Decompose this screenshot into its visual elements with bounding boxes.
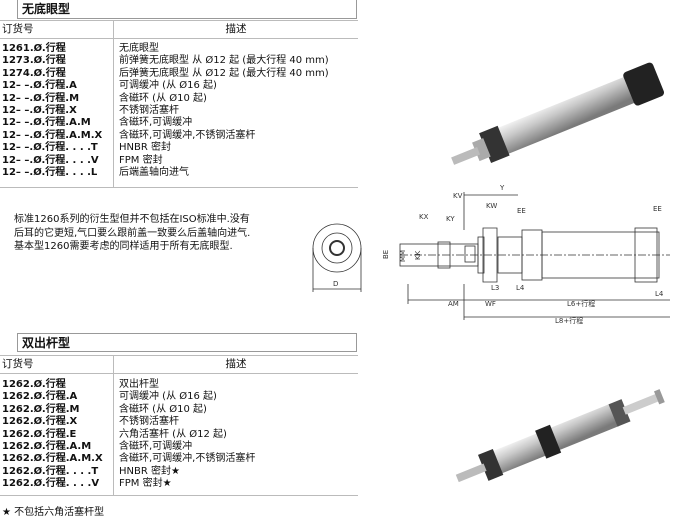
label-kx: KX — [419, 213, 429, 221]
description: 含磁环,可调缓冲 — [119, 440, 193, 452]
label-ee: EE — [517, 207, 526, 215]
technical-drawing: D Y KV KW EE EE KX KY BE MM KK L3 L4 L4 … — [312, 184, 670, 325]
double-rod-cylinder-photo — [455, 389, 665, 483]
label-l3: L3 — [491, 284, 499, 292]
label-l6: L6+行程 — [567, 299, 595, 308]
table-row: 1262.Ø.行程.A.M.X 含磁环,可调缓冲,不锈钢活塞杆 — [0, 453, 358, 465]
order-code: 1262.Ø.行程. . . .V — [2, 478, 100, 490]
table-row: 1262.Ø.行程.E 六角活塞杆 (从 Ø12 起) — [0, 429, 358, 441]
section2-table-header: 订货号 描述 — [0, 355, 358, 374]
label-l4-rear: L4 — [655, 290, 664, 298]
table-row: 1262.Ø.行程. . . .T HNBR 密封★ — [0, 466, 358, 478]
description: 含磁环,可调缓冲,不锈钢活塞杆 — [119, 129, 256, 141]
table-row: 1262.Ø.行程. . . .V FPM 密封★ — [0, 478, 358, 490]
label-ee-rear: EE — [653, 205, 662, 213]
description: 可调缓冲 (从 Ø16 起) — [119, 391, 217, 403]
table-row: 12– –.Ø.行程. . . .T HNBR 密封 — [0, 142, 358, 154]
description: 无底眼型 — [119, 43, 159, 54]
order-code: 1262.Ø.行程.A.M.X — [2, 453, 103, 465]
table-row: 1273.Ø.行程 前弹簧无底眼型 从 Ø12 起 (最大行程 40 mm) — [0, 55, 358, 67]
footnote: ★ 不包括六角活塞杆型 — [2, 507, 105, 518]
order-code: 1262.Ø.行程.E — [2, 428, 77, 440]
table-row: 12– –.Ø.行程.A.M 含磁环,可调缓冲 — [0, 117, 358, 129]
description: FPM 密封★ — [119, 478, 172, 490]
label-kw: KW — [486, 202, 497, 210]
order-code: 12– –.Ø.行程.A.M — [2, 117, 91, 129]
label-kv: KV — [453, 192, 463, 200]
table-row: 1262.Ø.行程.A 可调缓冲 (从 Ø16 起) — [0, 391, 358, 403]
table-row: 1274.Ø.行程 后弹簧无底眼型 从 Ø12 起 (最大行程 40 mm) — [0, 68, 358, 80]
table-row: 1262.Ø.行程.X 不锈钢活塞杆 — [0, 416, 358, 428]
order-code: 1262.Ø.行程 — [2, 379, 66, 390]
description: 后弹簧无底眼型 从 Ø12 起 (最大行程 40 mm) — [119, 67, 329, 79]
label-y: Y — [499, 184, 505, 192]
label-wf: WF — [485, 300, 496, 308]
order-code: 1262.Ø.行程.A.M — [2, 440, 92, 452]
description: 后端盖轴向进气 — [119, 166, 189, 178]
description: 不锈钢活塞杆 — [119, 416, 179, 428]
order-code: 12– –.Ø.行程.A.M.X — [2, 129, 103, 141]
section1-table-header: 订货号 描述 — [0, 20, 358, 39]
column-divider — [113, 39, 114, 188]
label-am: AM — [448, 300, 459, 308]
order-code: 12– –.Ø.行程.X — [2, 104, 77, 116]
section2-title: 双出杆型 — [17, 333, 357, 352]
description: 含磁环,可调缓冲 — [119, 117, 193, 129]
table-row: 12– –.Ø.行程.A 可调缓冲 (从 Ø16 起) — [0, 80, 358, 92]
table-row: 1261.Ø.行程 无底眼型 — [0, 43, 358, 55]
order-code: 12– –.Ø.行程. . . .T — [2, 142, 98, 154]
table-row: 12– –.Ø.行程.X 不锈钢活塞杆 — [0, 105, 358, 117]
table-row: 1262.Ø.行程.A.M 含磁环,可调缓冲 — [0, 441, 358, 453]
description: 双出杆型 — [119, 379, 159, 390]
order-code: 12– –.Ø.行程. . . .L — [2, 166, 98, 178]
label-l4: L4 — [516, 284, 525, 292]
col-description: 描述 — [113, 356, 358, 373]
table-row: 1262.Ø.行程.M 含磁环 (从 Ø10 起) — [0, 404, 358, 416]
label-d: D — [333, 280, 338, 288]
label-l8: L8+行程 — [555, 316, 583, 325]
order-code: 12– –.Ø.行程.A — [2, 80, 77, 92]
column-divider — [113, 374, 114, 495]
order-code: 1273.Ø.行程 — [2, 55, 66, 67]
cylinder-photo — [451, 62, 664, 165]
table-row: 12– –.Ø.行程.M 含磁环 (从 Ø10 起) — [0, 93, 358, 105]
description: 前弹簧无底眼型 从 Ø12 起 (最大行程 40 mm) — [119, 55, 329, 67]
description: FPM 密封 — [119, 154, 163, 166]
section1-note: 标准1260系列的衍生型但并不包括在ISO标准中.没有后耳的它更短,气口要么跟前… — [14, 214, 251, 252]
order-code: 12– –.Ø.行程. . . .V — [2, 154, 99, 166]
description: 含磁环,可调缓冲,不锈钢活塞杆 — [119, 453, 256, 465]
col-order-number: 订货号 — [2, 358, 34, 370]
section1-table-body: 1261.Ø.行程 无底眼型 1273.Ø.行程 前弹簧无底眼型 从 Ø12 起 (最… — [0, 39, 358, 189]
order-code: 1262.Ø.行程.A — [2, 391, 78, 403]
description: HNBR 密封 — [119, 142, 171, 154]
side-view — [399, 192, 670, 320]
order-code: 1262.Ø.行程. . . .T — [2, 465, 99, 477]
description: 含磁环 (从 Ø10 起) — [119, 403, 207, 415]
order-code: 1274.Ø.行程 — [2, 67, 66, 79]
table-row: 12– –.Ø.行程. . . .V FPM 密封 — [0, 155, 358, 167]
label-kk: KK — [414, 250, 422, 260]
order-code: 1262.Ø.行程.M — [2, 403, 80, 415]
description: 六角活塞杆 (从 Ø12 起) — [119, 428, 227, 440]
end-view: D — [312, 223, 362, 292]
description: HNBR 密封★ — [119, 465, 180, 477]
table-row: 12– –.Ø.行程.A.M.X 含磁环,可调缓冲,不锈钢活塞杆 — [0, 130, 358, 142]
col-description: 描述 — [113, 21, 358, 38]
section1-title: 无底眼型 — [17, 0, 357, 19]
description: 不锈钢活塞杆 — [119, 104, 179, 116]
order-code: 12– –.Ø.行程.M — [2, 92, 80, 104]
order-code: 1261.Ø.行程 — [2, 43, 66, 54]
col-order-number: 订货号 — [2, 23, 34, 35]
label-be: BE — [382, 250, 390, 259]
table-row: 1262.Ø.行程 双出杆型 — [0, 379, 358, 391]
table-row: 12– –.Ø.行程. . . .L 后端盖轴向进气 — [0, 167, 358, 179]
description: 含磁环 (从 Ø10 起) — [119, 92, 207, 104]
label-mm: MM — [399, 250, 407, 262]
description: 可调缓冲 (从 Ø16 起) — [119, 80, 217, 92]
order-code: 1262.Ø.行程.X — [2, 416, 78, 428]
label-ky: KY — [446, 215, 455, 223]
